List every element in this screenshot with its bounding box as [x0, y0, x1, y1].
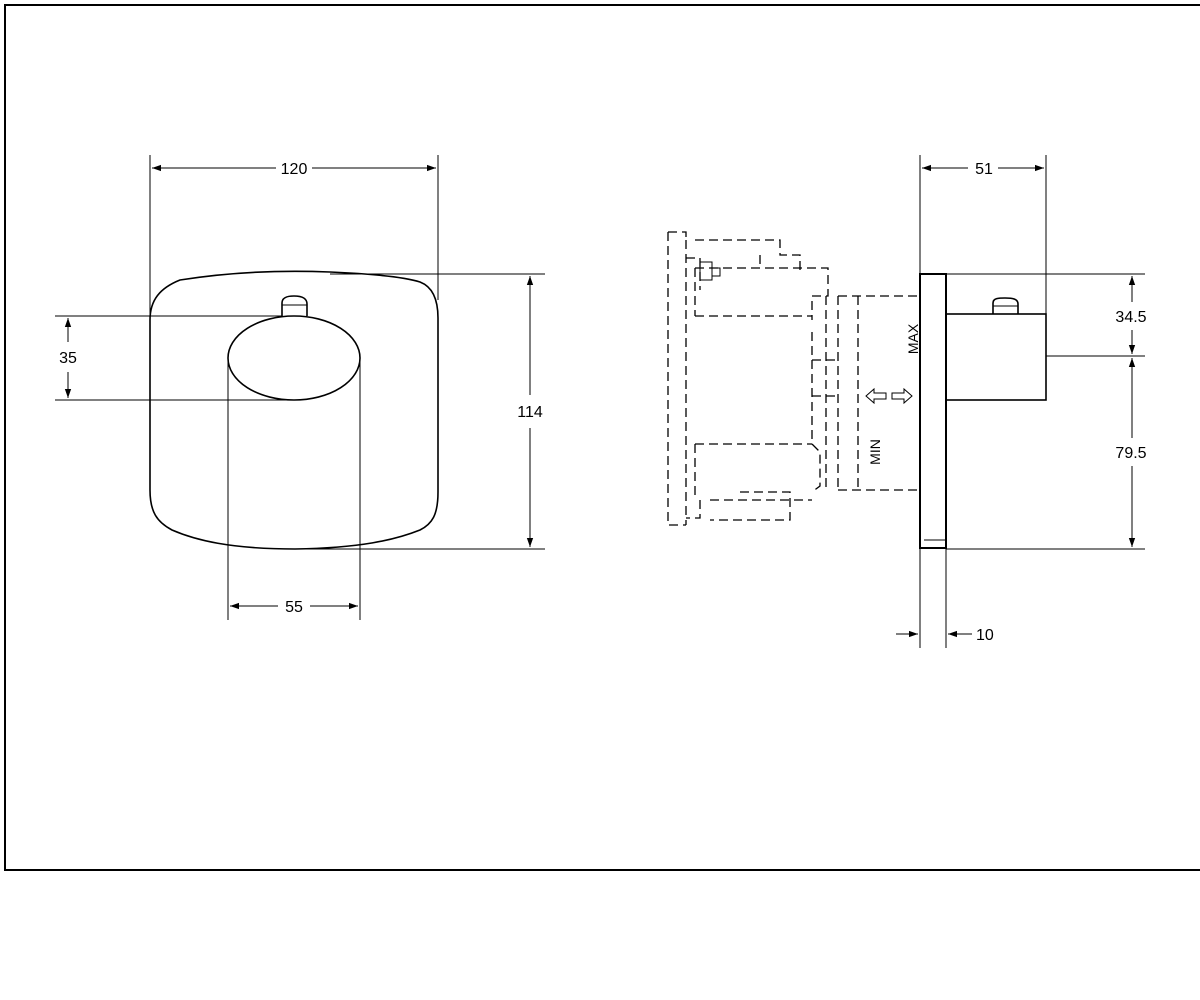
label-min: MIN [867, 439, 883, 465]
drawing-frame [4, 4, 1200, 871]
valve-cap-detail [699, 261, 721, 281]
front-pin [281, 295, 308, 316]
handle-block-side [945, 313, 1047, 401]
dim-offset-34-5: 34.5 [1115, 309, 1146, 326]
dim-depth-51: 51 [975, 161, 993, 178]
front-view: 120 114 35 55 [55, 155, 545, 620]
side-view: MAX MIN 51 34.5 79.5 10 [667, 155, 1147, 648]
side-pin [992, 297, 1019, 314]
cover-plate-outline [149, 270, 439, 550]
handle-ellipse [227, 315, 361, 401]
dim-thickness-10: 10 [976, 627, 994, 644]
hidden-body [667, 231, 918, 526]
dim-handle-height-35: 35 [59, 350, 77, 367]
dim-width-120: 120 [281, 161, 308, 178]
adjust-direction-arrow [865, 387, 913, 405]
dim-offset-79-5: 79.5 [1115, 445, 1146, 462]
dim-height-114: 114 [517, 404, 543, 421]
dim-handle-width-55: 55 [285, 599, 303, 616]
cover-plate-side [919, 273, 947, 549]
label-max: MAX [905, 323, 921, 354]
